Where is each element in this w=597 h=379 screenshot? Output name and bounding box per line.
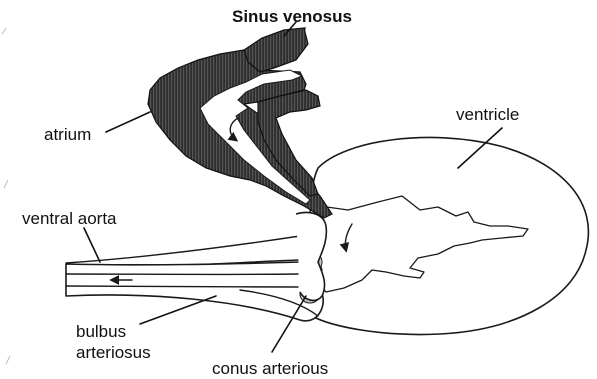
label-conus-arterious: conus arterious	[212, 359, 328, 378]
leader-ventral-aorta	[84, 228, 100, 262]
label-ventricle: ventricle	[456, 105, 519, 124]
ventral-aorta-body	[66, 262, 323, 321]
leader-bulbus	[140, 296, 216, 324]
label-atrium: atrium	[44, 125, 91, 144]
margin-mark-top	[2, 28, 6, 34]
margin-mark-middle	[4, 180, 8, 188]
label-ventral-aorta: ventral aorta	[22, 209, 117, 228]
margin-mark-bottom	[6, 356, 10, 364]
sinus-venosus-shape	[244, 28, 308, 72]
ventral-aorta-upper-wall	[66, 236, 300, 263]
label-bulbus-line2: arteriosus	[76, 343, 151, 362]
label-sinus-venosus: Sinus venosus	[232, 7, 352, 26]
leader-atrium	[106, 112, 150, 132]
label-bulbus-line1: bulbus	[76, 322, 126, 341]
